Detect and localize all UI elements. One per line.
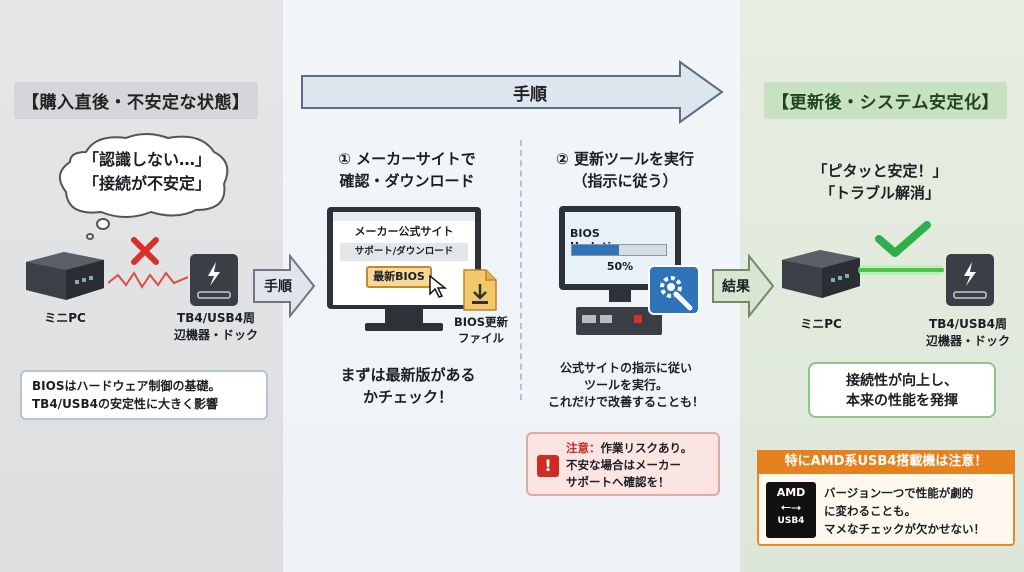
progress-fill bbox=[572, 245, 619, 255]
minipc-icon bbox=[26, 252, 104, 300]
dock-icon bbox=[190, 254, 238, 306]
broken-connection bbox=[108, 271, 188, 289]
header-after: 【更新後・システム安定化】 bbox=[764, 82, 1007, 119]
step1-title: ① メーカーサイトで 確認・ダウンロード bbox=[338, 150, 476, 190]
gear-wrench-icon bbox=[660, 276, 693, 311]
steps-arrow-label: 手順 bbox=[264, 279, 292, 295]
steps-arrow bbox=[253, 254, 316, 318]
progress-bar bbox=[571, 244, 667, 256]
progress-percent: 50% bbox=[606, 260, 634, 273]
result-arrow-label: 結果 bbox=[722, 279, 750, 295]
thought-bubble bbox=[59, 133, 229, 218]
usb-icon: ⭠⭢ bbox=[780, 500, 802, 515]
success-quotes: 「ピタッと安定！」 「トラブル解消」 bbox=[812, 162, 948, 202]
download-file-icon bbox=[463, 269, 497, 311]
bubble-text: 「認識しない…」 「接続が不安定」 bbox=[82, 150, 211, 193]
stable-connection bbox=[858, 265, 944, 275]
x-mark-icon bbox=[131, 237, 159, 265]
minipc-label-right: ミニPC bbox=[800, 317, 842, 331]
minipc-label-left: ミニPC bbox=[44, 311, 86, 325]
result-arrow bbox=[712, 254, 775, 318]
header-before: 【購入直後・不安定な状態】 bbox=[14, 82, 258, 119]
site-title: メーカー公式サイト bbox=[354, 225, 454, 238]
dock-label-left: TB4/USB4周 辺機器・ドック bbox=[173, 311, 258, 342]
site-nav-support[interactable]: サポート/ダウンロード bbox=[340, 243, 468, 261]
latest-bios-button[interactable]: 最新BIOS bbox=[366, 266, 432, 288]
desktop-pc-icon bbox=[576, 307, 662, 335]
warning-text: 注意：作業リスクあり。 不安な場合はメーカー サポートへ確認を！ bbox=[566, 441, 693, 489]
result-note: 接続性が向上し、 本来の性能を発揮 bbox=[808, 362, 996, 418]
amd-note-header: 特にAMD系USB4搭載機は注意！ bbox=[757, 450, 1015, 474]
dock-label-right: TB4/USB4周 辺機器・ドック bbox=[925, 317, 1010, 348]
step-divider bbox=[520, 140, 522, 400]
bios-info-note: BIOSはハードウェア制御の基礎。 TB4/USB4の安定性に大きく影響 bbox=[20, 370, 268, 420]
amd-note-text: バージョン一つで性能が劇的 に変わることも。 マメなチェックが欠かせない！ bbox=[824, 486, 985, 536]
bios-file-label: BIOS更新 ファイル bbox=[453, 315, 509, 345]
flow-arrow bbox=[301, 60, 724, 124]
cursor-icon bbox=[429, 274, 448, 298]
update-tool-icon bbox=[648, 265, 700, 315]
flow-arrow-label: 手順 bbox=[513, 85, 547, 105]
thought-dot bbox=[96, 218, 110, 230]
minipc-icon bbox=[782, 250, 860, 298]
thought-dot bbox=[86, 233, 94, 240]
warning-box bbox=[526, 432, 720, 496]
step1-description: まずは最新版がある かチェック！ bbox=[340, 366, 476, 406]
dock-icon bbox=[946, 254, 994, 306]
browser-titlebar bbox=[333, 212, 475, 221]
lightning-icon bbox=[208, 262, 220, 286]
step2-description: 公式サイトの指示に従い ツールを実行。 これだけで改善することも！ bbox=[547, 361, 704, 409]
amd-usb4-logo: AMD ⭠⭢ USB4 bbox=[766, 482, 816, 538]
step2-title: ② 更新ツールを実行 （指示に従う） bbox=[556, 150, 694, 190]
check-mark-icon bbox=[875, 221, 931, 257]
warning-icon: ! bbox=[537, 455, 559, 477]
